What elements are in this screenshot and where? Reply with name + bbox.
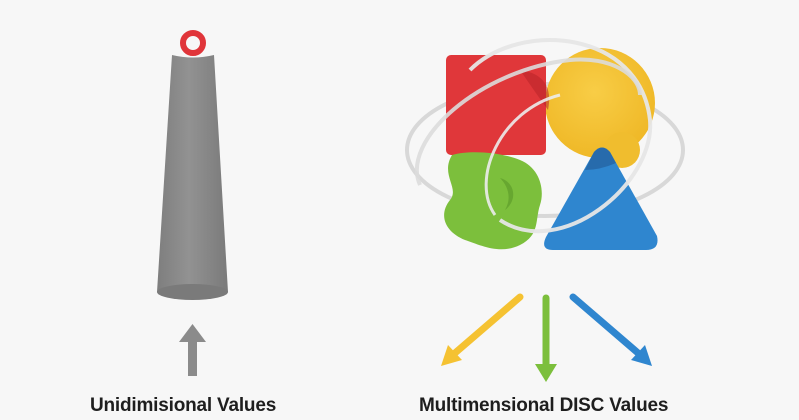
disc-cluster xyxy=(405,38,685,250)
blue-arrow-icon xyxy=(569,293,652,366)
pillar-shape xyxy=(157,55,228,299)
pillar-base xyxy=(157,284,228,300)
green-blob-shape xyxy=(444,152,542,250)
up-arrow-icon xyxy=(179,324,206,376)
caption-multidimensional: Multimensional DISC Values xyxy=(419,395,669,416)
yellow-arrow-icon xyxy=(441,293,524,366)
orbit-ring-tilted xyxy=(415,57,642,186)
caption-unidimensional: Unidimisional Values xyxy=(90,395,277,416)
pillar-top-ring xyxy=(180,30,206,56)
orbit-ring-front xyxy=(468,38,653,234)
orbit-ring-inner xyxy=(484,93,561,216)
unidimensional-group xyxy=(157,30,228,376)
green-arrow-icon xyxy=(535,294,557,382)
